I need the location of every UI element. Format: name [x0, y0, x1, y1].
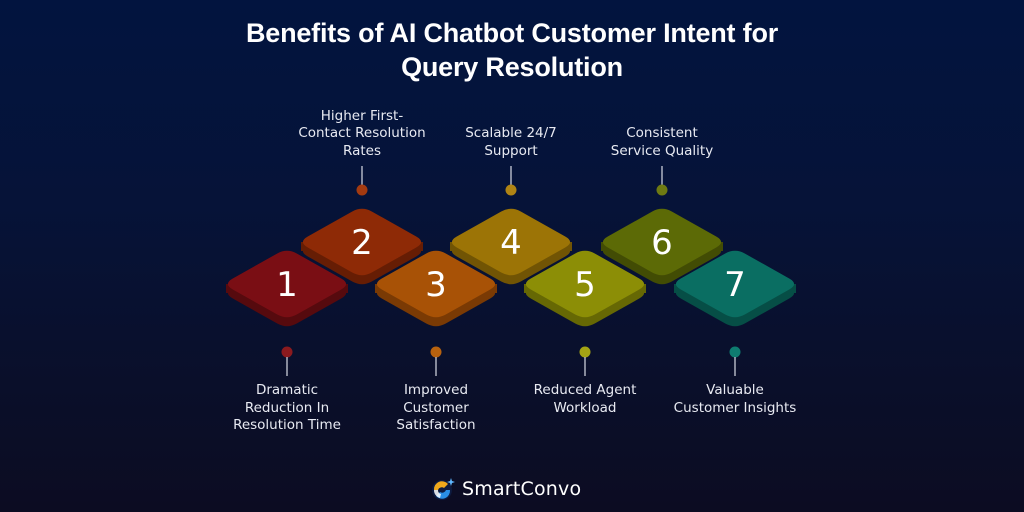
connector-7: [729, 346, 741, 376]
tile-number: 4: [500, 223, 522, 263]
brand-footer: SmartConvo: [430, 474, 581, 504]
marker-dot: [430, 346, 442, 358]
label-line: Resolution Time: [233, 417, 341, 433]
label-line: Support: [484, 142, 538, 159]
brand-name: SmartConvo: [462, 478, 582, 500]
label-line: Customer Insights: [673, 399, 797, 416]
label-line: Satisfaction: [396, 417, 476, 433]
title-line-2: Query Resolution: [401, 52, 623, 82]
label-line: Scalable 24/7: [465, 125, 557, 141]
marker-dot: [729, 346, 741, 358]
connector-5: [579, 346, 591, 376]
marker-dot: [579, 346, 591, 358]
benefit-tile-3: 3: [375, 250, 497, 327]
label-line: Consistent: [626, 125, 698, 141]
connector-6: [656, 166, 668, 196]
label-line: Service Quality: [610, 142, 714, 159]
title-line-1: Benefits of AI Chatbot Customer Intent f…: [245, 18, 779, 48]
label-line: Rates: [343, 142, 381, 159]
benefit-tile-7: 7: [674, 250, 796, 327]
tile-number: 5: [574, 265, 596, 305]
label-line: Workload: [553, 399, 617, 416]
connector-4: [505, 166, 517, 196]
benefit-tile-6: 6: [601, 208, 723, 285]
marker-dot: [656, 184, 668, 196]
benefit-tile-5: 5: [524, 250, 646, 327]
marker-dot: [281, 346, 293, 358]
label-line: Valuable: [706, 382, 764, 398]
benefit-tile-4: 4: [450, 208, 572, 285]
marker-dot: [505, 184, 517, 196]
label-line: Customer: [403, 399, 469, 416]
label-line: Improved: [403, 382, 469, 398]
label-line: Higher First-: [320, 107, 404, 124]
benefit-tile-1: 1: [226, 250, 348, 327]
label-line: Contact Resolution: [298, 125, 426, 141]
tile-number: 7: [724, 265, 746, 305]
label-line: Reduced Agent: [533, 382, 637, 398]
tile-number: 2: [351, 223, 373, 263]
connector-1: [281, 346, 293, 376]
tile-number: 1: [276, 265, 298, 305]
label-line: Dramatic: [255, 382, 319, 398]
label-line: Reduction In: [244, 399, 330, 416]
benefit-tile-2: 2: [301, 208, 423, 285]
marker-dot: [356, 184, 368, 196]
connector-3: [430, 346, 442, 376]
connector-2: [356, 166, 368, 196]
tile-number: 6: [651, 223, 673, 263]
page-title: Benefits of AI Chatbot Customer Intent f…: [0, 16, 1024, 84]
smartconvo-swirl-logo-icon: [432, 478, 455, 500]
tile-number: 3: [425, 265, 447, 305]
